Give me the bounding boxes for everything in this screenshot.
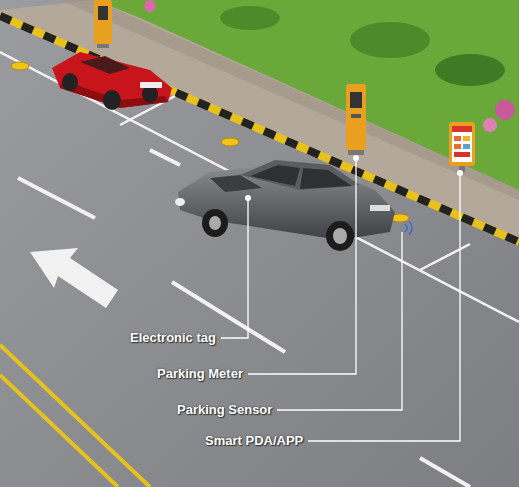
- tag-dot: [245, 195, 251, 201]
- callout-label: Smart PDA/APP: [205, 433, 303, 449]
- callout-label: Electronic tag: [130, 330, 216, 346]
- leader-line: [277, 232, 402, 410]
- bay-line: [420, 244, 470, 270]
- gray-car: [175, 160, 412, 251]
- pda-sign: [449, 122, 475, 172]
- sidewalk-edge: [60, 0, 519, 200]
- leader-line: [221, 200, 248, 338]
- pda-dot: [457, 170, 463, 176]
- direction-arrow: [30, 248, 118, 308]
- parking-meter: [94, 0, 112, 48]
- lane-line: [0, 52, 519, 322]
- callout-label: Parking Sensor: [177, 402, 272, 418]
- callout-label: Parking Meter: [157, 366, 243, 382]
- leader-line: [308, 175, 460, 441]
- curb-stripes: [0, 16, 519, 242]
- curb: [0, 16, 519, 242]
- leader-line: [248, 160, 356, 374]
- parking-meter: [346, 84, 366, 155]
- meter-dot: [353, 155, 359, 161]
- leader-lines: [221, 160, 460, 441]
- red-car: [52, 52, 172, 110]
- center-line: [0, 345, 150, 487]
- center-line: [0, 375, 118, 487]
- dashed-lane: [18, 150, 470, 487]
